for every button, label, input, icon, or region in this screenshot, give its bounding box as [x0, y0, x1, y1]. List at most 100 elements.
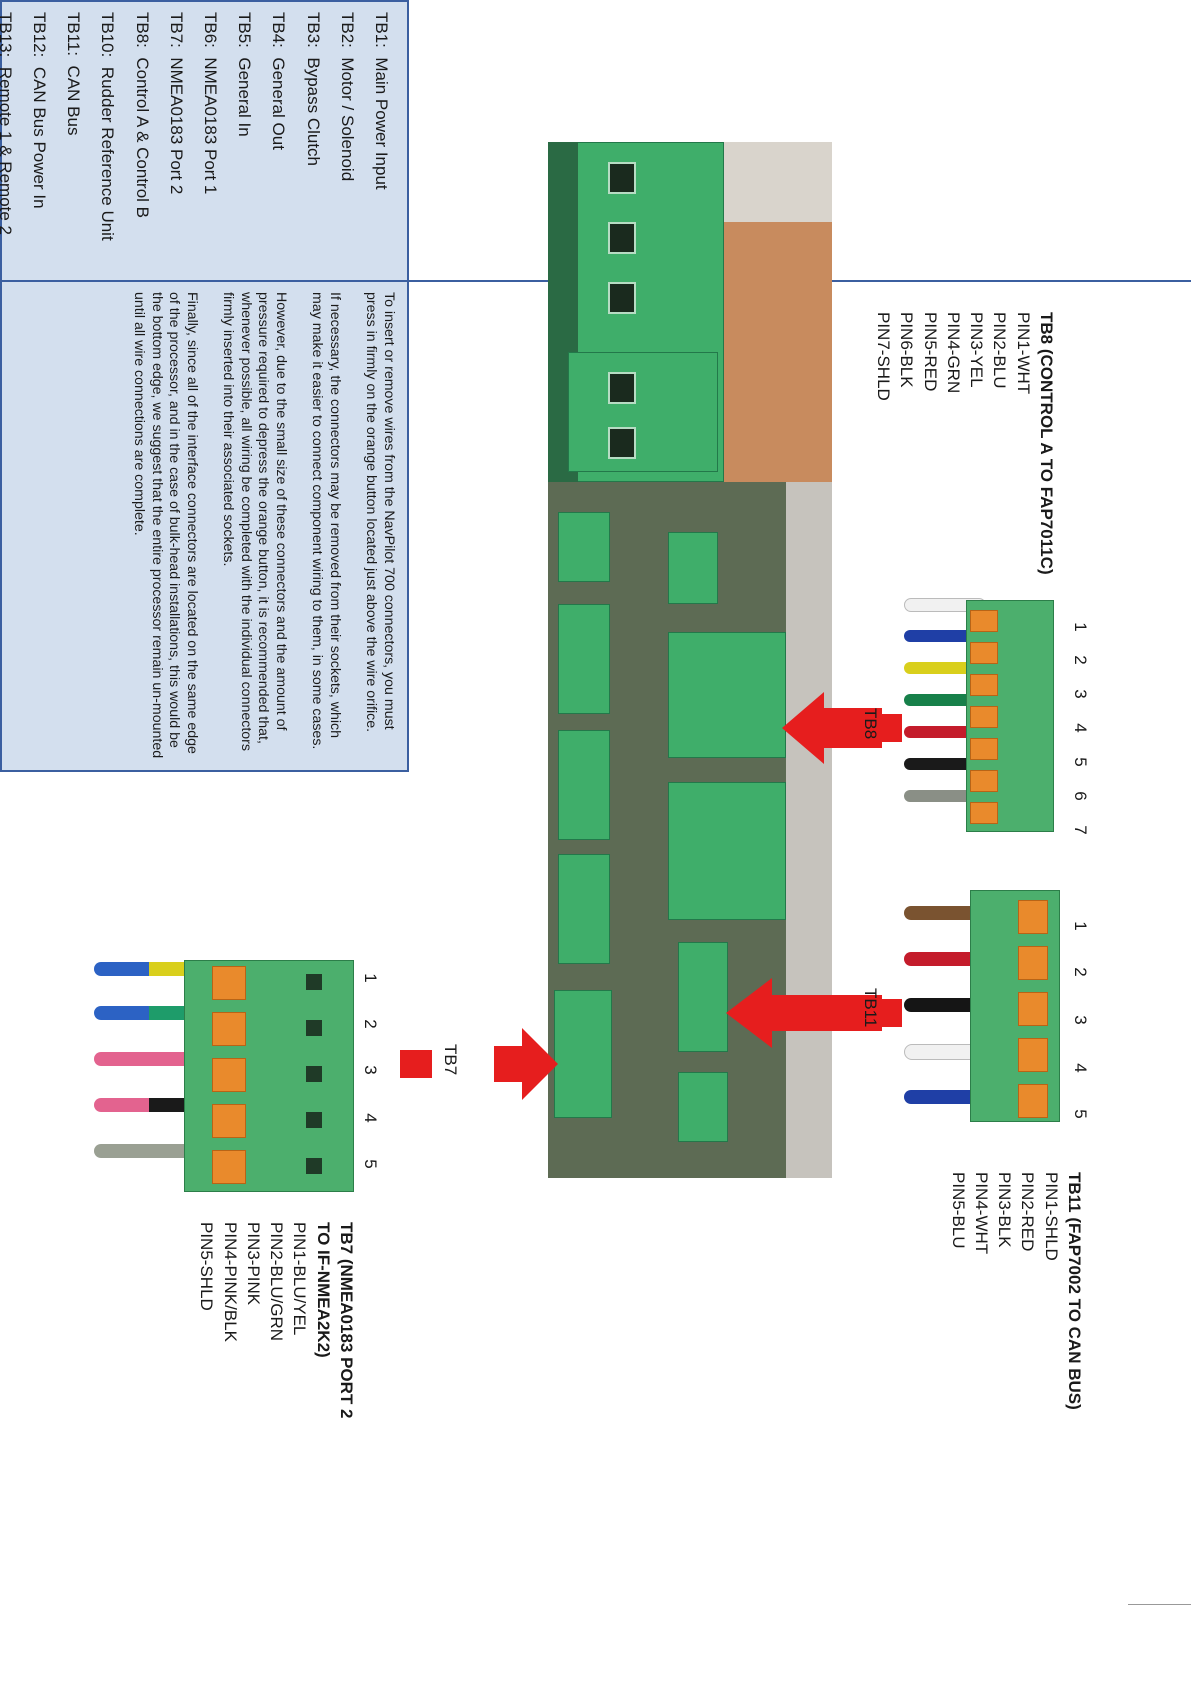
arrow-tail: [882, 999, 902, 1027]
list-item: TB5: General In: [235, 12, 255, 137]
socket-connector: [558, 604, 610, 714]
arrow-shaft: [770, 995, 882, 1031]
heatsink: [724, 222, 832, 492]
arrow-head: [522, 1028, 558, 1100]
pin-label: PIN4-PINK/BLK: [220, 1222, 240, 1342]
terminal-screw: [608, 282, 636, 314]
note-paragraph: To insert or remove wires from the NavPi…: [363, 292, 398, 733]
pin-label: PIN5-SHLD: [197, 1222, 217, 1311]
tb11-heading: TB11 (FAP7002 TO CAN BUS): [1065, 1172, 1084, 1410]
terminal-screw: [608, 222, 636, 254]
list-item: TB4: General Out: [269, 12, 289, 150]
arrow-shaft: [822, 708, 882, 748]
orange-button: [1018, 946, 1048, 980]
pin-label: PIN5-RED: [920, 312, 940, 392]
pin-label: PIN3-BLK: [995, 1172, 1015, 1248]
secondary-terminal-block: [568, 352, 718, 472]
board-top-bg: [724, 142, 832, 222]
tb11-label: TB11: [861, 988, 880, 1028]
tb11-pin-legend: TB11 (FAP7002 TO CAN BUS) PIN1-SHLD PIN2…: [946, 1172, 1086, 1412]
wire-shield: [94, 1144, 204, 1158]
screw-hole: [306, 1066, 322, 1082]
wire-blue-yellow: [94, 962, 204, 976]
terminal-screw: [608, 162, 636, 194]
note-paragraph: However, due to the small size of these …: [220, 292, 290, 751]
info-box: TB1: Main Power Input TB2: Motor / Solen…: [0, 0, 1191, 772]
pin-number: 3: [1071, 689, 1090, 699]
wire-pink: [94, 1052, 204, 1066]
pin-label: PIN1-WHT: [1013, 312, 1033, 395]
pin-number: 7: [1071, 825, 1090, 835]
orange-button: [970, 674, 998, 696]
list-item: TB12: CAN Bus Power In: [30, 12, 50, 209]
tb7-heading: TB7 (NMEA0183 PORT 2 TO IF-NMEA2K2): [313, 1222, 356, 1419]
screw-hole: [306, 1020, 322, 1036]
socket-connector: [668, 532, 718, 604]
note-paragraph: Finally, since all of the interface conn…: [131, 292, 201, 759]
socket-connector: [678, 1072, 728, 1142]
terminal-block-list: TB1: Main Power Input TB2: Motor / Solen…: [0, 12, 398, 272]
orange-button: [970, 610, 998, 632]
tb11-socket: [678, 942, 728, 1052]
tb8-socket: [668, 632, 786, 758]
pin-number: 1: [361, 973, 380, 983]
pin-number: 4: [361, 1113, 380, 1123]
pin-label: PIN5-BLU: [948, 1172, 968, 1249]
list-item: TB2: Motor / Solenoid: [337, 12, 357, 182]
pin-label: PIN6-BLK: [897, 312, 917, 388]
orange-button: [212, 1012, 246, 1046]
orange-button: [212, 1104, 246, 1138]
orange-button: [1018, 900, 1048, 934]
screw-hole: [306, 1158, 322, 1174]
terminal-screw: [608, 372, 636, 404]
terminal-screw: [608, 427, 636, 459]
wire-red: [904, 726, 984, 738]
socket-connector: [558, 730, 610, 840]
socket-connector: [558, 512, 610, 582]
pin-number: 3: [361, 1065, 380, 1075]
arrow-shaft: [494, 1046, 524, 1082]
orange-button: [970, 706, 998, 728]
arrow-head: [782, 692, 824, 764]
list-item: TB8: Control A & Control B: [132, 12, 152, 218]
orange-button: [212, 966, 246, 1000]
orange-button: [212, 1150, 246, 1184]
pin-number: 3: [1071, 1015, 1090, 1025]
pin-label: PIN4-WHT: [971, 1172, 991, 1255]
list-item: TB10: Rudder Reference Unit: [98, 12, 118, 241]
wire-shield: [904, 790, 984, 802]
list-item: TB3: Bypass Clutch: [303, 12, 323, 167]
pin-number: 4: [1071, 723, 1090, 733]
pin-label: PIN3-PINK: [243, 1222, 263, 1306]
footer-rule: [1128, 1604, 1191, 1605]
wire-blue: [904, 630, 984, 642]
pin-number: 5: [1071, 757, 1090, 767]
wire-black: [904, 758, 984, 770]
pcb-right-edge: [786, 482, 832, 1178]
pin-number: 1: [1071, 921, 1090, 931]
list-item: TB6: NMEA0183 Port 1: [201, 12, 221, 195]
arrow-tail: [400, 1050, 432, 1078]
orange-button: [970, 802, 998, 824]
wire-yellow: [904, 662, 984, 674]
orange-button: [1018, 992, 1048, 1026]
pin-label: PIN4-GRN: [943, 312, 963, 394]
orange-button: [970, 770, 998, 792]
pin-number: 4: [1071, 1063, 1090, 1073]
tb7-label: TB7: [441, 1044, 460, 1076]
tb7-pin-legend: TB7 (NMEA0183 PORT 2 TO IF-NMEA2K2) PIN1…: [195, 1222, 358, 1442]
list-item: TB11: CAN Bus: [64, 12, 84, 136]
tb8-pin-legend: TB8 (CONTROL A TO FAP7011C) PIN1-WHT PIN…: [872, 312, 1058, 575]
tb7-socket: [554, 990, 612, 1118]
arrow-head: [726, 978, 772, 1048]
installation-notes: To insert or remove wires from the NavPi…: [111, 292, 398, 762]
wire-green: [904, 694, 984, 706]
pin-number: 5: [1071, 1109, 1090, 1119]
wire-blue-green: [94, 1006, 204, 1020]
pin-number: 2: [361, 1019, 380, 1029]
orange-button: [970, 642, 998, 664]
arrow-tail: [882, 714, 902, 742]
orange-button: [970, 738, 998, 760]
pin-label: PIN2-RED: [1018, 1172, 1038, 1252]
pin-number: 2: [1071, 655, 1090, 665]
